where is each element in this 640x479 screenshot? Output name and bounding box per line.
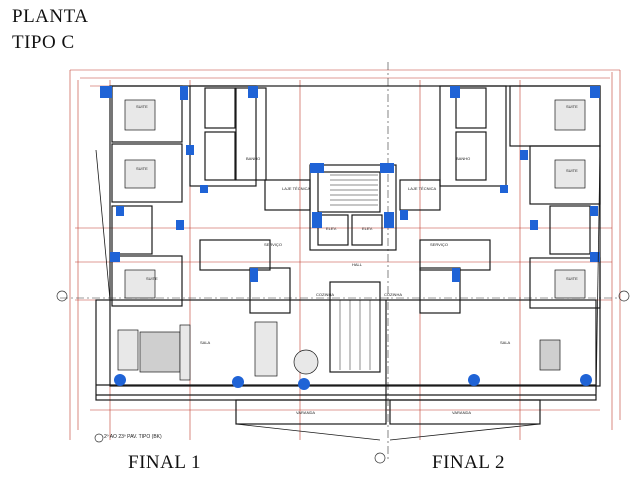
facade-edges bbox=[95, 149, 601, 441]
staircase bbox=[330, 174, 378, 370]
structural-columns bbox=[100, 86, 600, 390]
caption-final-1: FINAL 1 bbox=[128, 452, 201, 473]
caption-final-2: FINAL 2 bbox=[432, 452, 505, 473]
title-line-2: TIPO C bbox=[12, 32, 75, 53]
title-line-1: PLANTA bbox=[12, 6, 89, 27]
walls bbox=[95, 85, 601, 425]
furniture bbox=[117, 99, 586, 381]
section-markers bbox=[56, 290, 630, 464]
